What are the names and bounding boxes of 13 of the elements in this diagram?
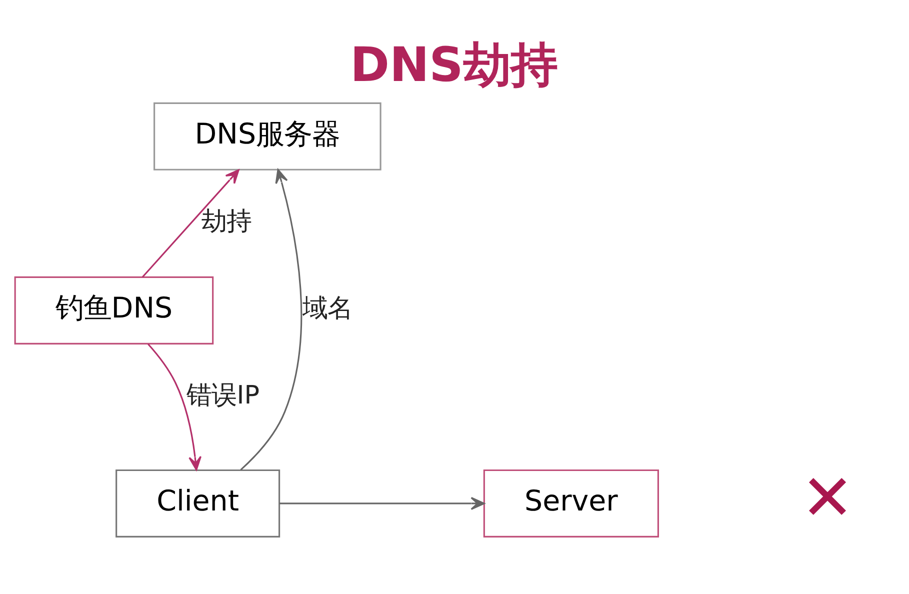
arrow	[240, 169, 302, 470]
node-box: DNS服务器	[154, 102, 382, 170]
node-box: Server	[483, 469, 659, 538]
edge-label: 域名	[302, 293, 353, 322]
arrow	[148, 344, 202, 471]
node-box: Client	[116, 469, 280, 538]
edge-label: 劫持	[201, 206, 252, 236]
diagram-title: DNS劫持	[350, 38, 558, 94]
edge-label: 错误IP	[186, 380, 260, 410]
arrow	[279, 496, 485, 510]
node-box: 钓鱼DNS	[14, 276, 214, 344]
arrow	[142, 169, 240, 278]
label: ✕	[800, 460, 854, 534]
